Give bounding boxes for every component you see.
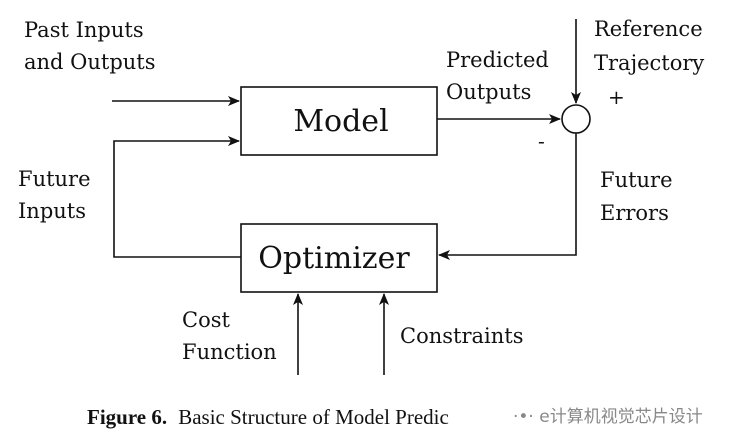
optimizer-block (240, 223, 438, 293)
past-inputs-label-2: and Outputs (24, 50, 156, 74)
future-inputs-label-2: Inputs (18, 199, 86, 223)
future-errors-label-2: Errors (600, 201, 669, 225)
constraints-label: Constraints (400, 324, 523, 348)
cost-function-label-2: Function (182, 340, 277, 364)
summing-junction (561, 104, 591, 134)
future-inputs-label-1: Future (18, 167, 91, 191)
predicted-outputs-label-2: Outputs (446, 80, 531, 104)
future-inputs-loop (113, 136, 241, 258)
watermark: ·•· e计算机视觉芯片设计 (513, 407, 703, 427)
model-label: Model (293, 104, 388, 139)
figure-caption: Figure 6. Basic Structure of Model Predi… (87, 405, 449, 429)
minus-sign: - (538, 129, 545, 153)
figure-number: Figure 6. (87, 405, 167, 429)
cost-function-label-1: Cost (182, 308, 230, 332)
past-inputs-label-1: Past Inputs (24, 18, 144, 42)
model-block (240, 86, 438, 156)
figure-caption-text: Basic Structure of Model Predic (178, 405, 449, 429)
future-errors-arrow (438, 133, 577, 260)
future-errors-label-1: Future (600, 168, 673, 192)
predicted-outputs-label-1: Predicted (446, 48, 549, 72)
reference-label-2: Trajectory (594, 51, 704, 75)
plus-sign: + (608, 85, 625, 109)
optimizer-label: Optimizer (258, 241, 410, 276)
reference-label-1: Reference (594, 17, 703, 41)
